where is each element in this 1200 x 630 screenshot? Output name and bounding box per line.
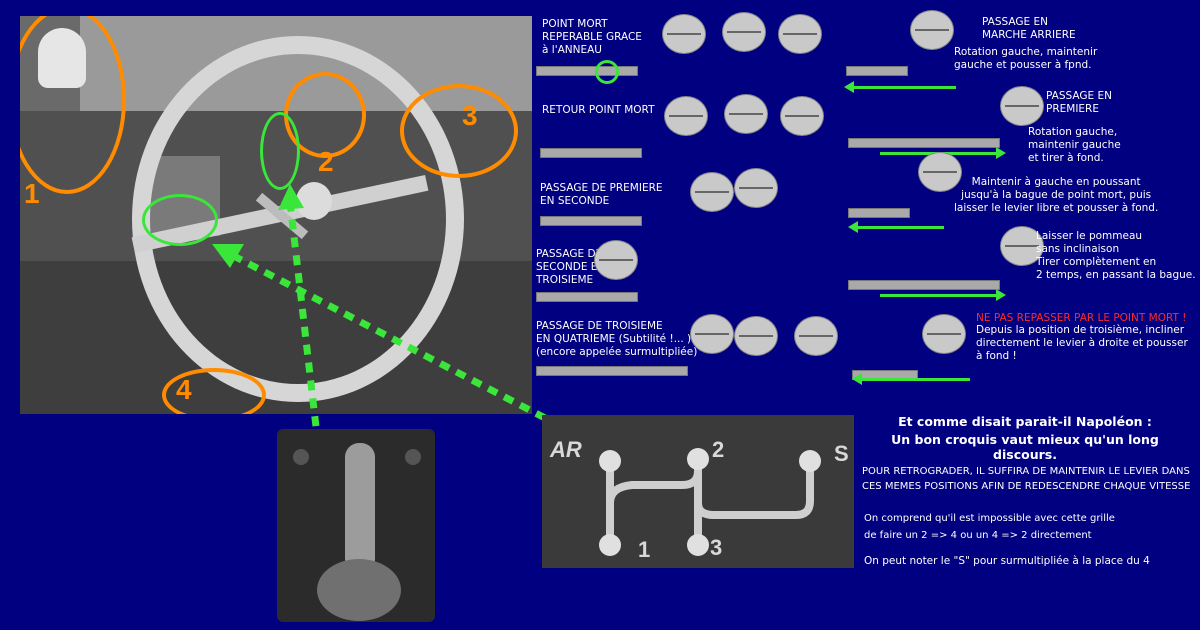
lever-knob (662, 14, 706, 54)
fourth-text: Depuis la position de troisième, incline… (976, 324, 1188, 362)
annotation-oval-3 (400, 84, 518, 178)
annotation-number-1: 1 (24, 178, 40, 209)
lever-knob (724, 94, 768, 134)
explanation-retrograde: POUR RETROGRADER, IL SUFFIRA DE MAINTENI… (862, 466, 1191, 492)
gearbox-mechanism (317, 559, 401, 621)
ring-highlight (595, 60, 619, 84)
gate-label-3: 3 (710, 535, 723, 560)
gate-label-s: S (834, 441, 849, 466)
explanation-s: On peut noter le "S" pour surmultipliée … (864, 555, 1150, 567)
lever-knob (1000, 86, 1044, 126)
lever-rod (848, 208, 910, 218)
lever-rod (540, 148, 642, 158)
lever-rod (540, 216, 642, 226)
push-arrow (848, 221, 944, 233)
push-arrow (852, 373, 970, 385)
lever-rod (536, 292, 638, 302)
green-oval-ring (260, 112, 300, 190)
lever-knob (664, 96, 708, 136)
quote-line-2: Un bon croquis vaut mieux qu'un long dis… (891, 432, 1159, 462)
green-oval-gate-plate (142, 194, 218, 246)
step-label-back-neutral: RETOUR POINT MORT (542, 104, 655, 116)
lever-rod (536, 66, 638, 76)
lever-knob (918, 152, 962, 192)
lever-rod (848, 138, 1000, 148)
gearbox-bolt-left (293, 449, 309, 465)
push-arrow (844, 81, 956, 93)
lever-knob (734, 168, 778, 208)
step-label-first-second: PASSAGE DE PREMIERE EN SECONDE (540, 182, 663, 207)
annotation-oval-1 (20, 16, 126, 194)
fourth-warning: NE PAS REPASSER PAR LE POINT MORT ! (976, 312, 1187, 324)
first-text: Rotation gauche, maintenir gauche et tir… (1028, 126, 1121, 164)
reverse-title: PASSAGE EN MARCHE ARRIERE (982, 16, 1076, 41)
gear-gate-diagram: AR 2 S 1 3 (542, 415, 854, 568)
second-text: Maintenir à gauche en poussant jusqu'à l… (954, 176, 1159, 214)
lever-rod (846, 66, 908, 76)
annotation-number-4: 4 (176, 374, 192, 405)
lever-knob (1000, 226, 1044, 266)
lever-knob (794, 316, 838, 356)
step-label-third-fourth: PASSAGE DE TROISIEME EN QUATRIEME (Subti… (536, 320, 698, 358)
lever-knob (780, 96, 824, 136)
lever-knob (722, 12, 766, 52)
annotation-number-3: 3 (462, 100, 478, 131)
dashboard-photo: 1 2 3 4 (20, 16, 532, 414)
gate-label-1: 1 (638, 537, 651, 562)
pull-arrow (880, 289, 1006, 301)
lever-rod (848, 280, 1000, 290)
lever-knob (690, 314, 734, 354)
lever-knob (594, 240, 638, 280)
gate-label-2: 2 (712, 437, 725, 462)
lever-knob (690, 172, 734, 212)
gearbox-cover (277, 429, 435, 622)
gearbox-bolt-right (405, 449, 421, 465)
gate-label-reverse: AR (550, 437, 582, 462)
lever-knob (910, 10, 954, 50)
lever-knob (922, 314, 966, 354)
gear-knob (296, 182, 332, 220)
first-title: PASSAGE EN PREMIERE (1046, 90, 1112, 115)
lever-knob (778, 14, 822, 54)
gearbox-lever (345, 443, 375, 573)
lever-knob (734, 316, 778, 356)
reverse-text: Rotation gauche, maintenir gauche et pou… (954, 46, 1098, 71)
explanation-impossible: On comprend qu'il est impossible avec ce… (864, 513, 1115, 541)
step-label-neutral: POINT MORT REPERABLE GRACE à l'ANNEAU (542, 18, 642, 56)
quote-line-1: Et comme disait parait-il Napoléon : (898, 414, 1152, 429)
third-text: Laisser le pommeau sans inclinaison Tire… (1036, 230, 1196, 281)
annotation-oval-4 (162, 368, 266, 414)
annotation-number-2: 2 (318, 146, 334, 177)
gear-gate-paths (599, 448, 821, 556)
lever-rod (536, 366, 688, 376)
